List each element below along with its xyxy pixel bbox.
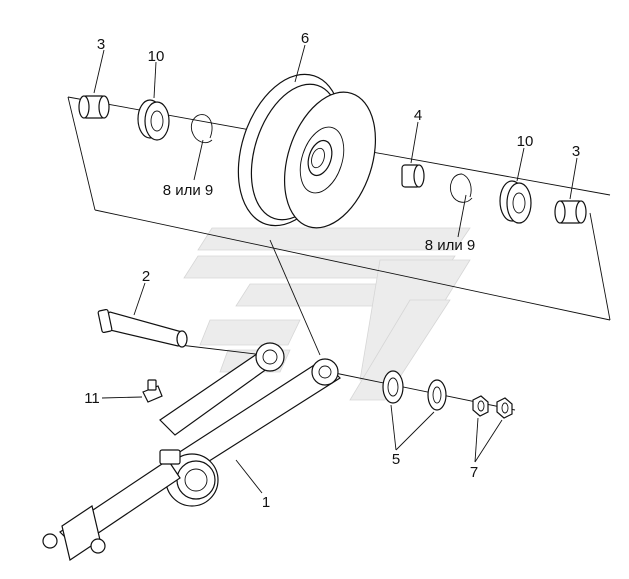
- grease-fitting-part-11: [142, 379, 163, 403]
- callout-1: 1: [262, 494, 270, 511]
- callout-7: 7: [470, 464, 478, 481]
- pin-part-2: [97, 308, 188, 348]
- pulley-part-6: [237, 73, 377, 229]
- arm-part-1: [42, 342, 341, 561]
- callout-8-or-9-left: 8 или 9: [163, 182, 214, 199]
- bushing-part-3-right: [554, 200, 587, 224]
- callout-4: 4: [414, 107, 422, 124]
- callout-5: 5: [392, 451, 400, 468]
- nut-part-7-a: [472, 395, 489, 417]
- callout-10-left: 10: [148, 48, 165, 65]
- watermark-logo: [183, 227, 471, 401]
- bushing-part-3-left: [78, 95, 110, 119]
- callout-6: 6: [301, 30, 309, 47]
- circlip-part-8-9-left: [190, 114, 213, 144]
- nut-part-7-b: [496, 397, 513, 419]
- callout-3-left: 3: [97, 36, 105, 53]
- callout-10-right: 10: [517, 133, 534, 150]
- callout-2: 2: [142, 268, 150, 285]
- callout-3-right: 3: [572, 143, 580, 160]
- bearing-part-10-right: [499, 180, 532, 224]
- circlip-part-8-9-right: [450, 173, 473, 203]
- callout-11: 11: [84, 390, 100, 407]
- bearing-part-10-left: [137, 99, 170, 141]
- washer-part-5-b: [427, 379, 447, 411]
- washer-part-5-a: [382, 370, 404, 404]
- spacer-part-4: [401, 164, 425, 188]
- callout-8-or-9-right: 8 или 9: [425, 237, 476, 254]
- leader-lines: [93, 44, 578, 494]
